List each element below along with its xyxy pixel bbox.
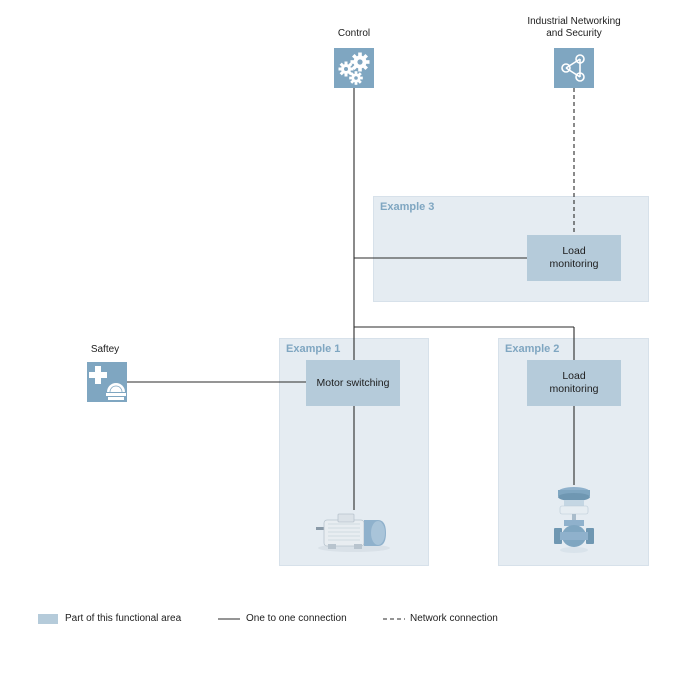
- networking-label-line2: and Security: [546, 28, 602, 39]
- safety-icon: [89, 366, 126, 400]
- valve-icon: [554, 487, 594, 553]
- legend-dashed-label: Network connection: [410, 613, 498, 624]
- legend-solid-label: One to one connection: [246, 613, 347, 624]
- example2-node-line2: monitoring: [549, 383, 599, 395]
- example2-node-line1: Load: [562, 370, 586, 382]
- motor-icon: [316, 513, 390, 552]
- safety-node[interactable]: [87, 362, 127, 402]
- networking-label-line1: Industrial Networking: [527, 16, 621, 27]
- networking-label: Industrial Networking and Security: [509, 16, 639, 40]
- legend-solid-line: [218, 618, 240, 620]
- legend-area-label: Part of this functional area: [65, 613, 182, 624]
- gears-icon: [338, 52, 370, 85]
- example3-title: Example 3: [380, 201, 435, 213]
- network-nodes-icon: [561, 54, 585, 82]
- control-node[interactable]: [334, 48, 374, 88]
- example3-node-line2: monitoring: [549, 258, 599, 270]
- motor-switching-label: Motor switching: [316, 376, 390, 389]
- example2-title: Example 2: [505, 343, 560, 355]
- motor-switching-node[interactable]: Motor switching: [306, 360, 400, 406]
- example3-node-line1: Load: [562, 245, 586, 257]
- networking-node[interactable]: [554, 48, 594, 88]
- legend-dashed-line: [383, 618, 405, 620]
- example1-title: Example 1: [286, 343, 341, 355]
- control-label: Control: [337, 28, 371, 39]
- safety-label: Saftey: [90, 344, 120, 355]
- legend-area-swatch: [38, 614, 58, 624]
